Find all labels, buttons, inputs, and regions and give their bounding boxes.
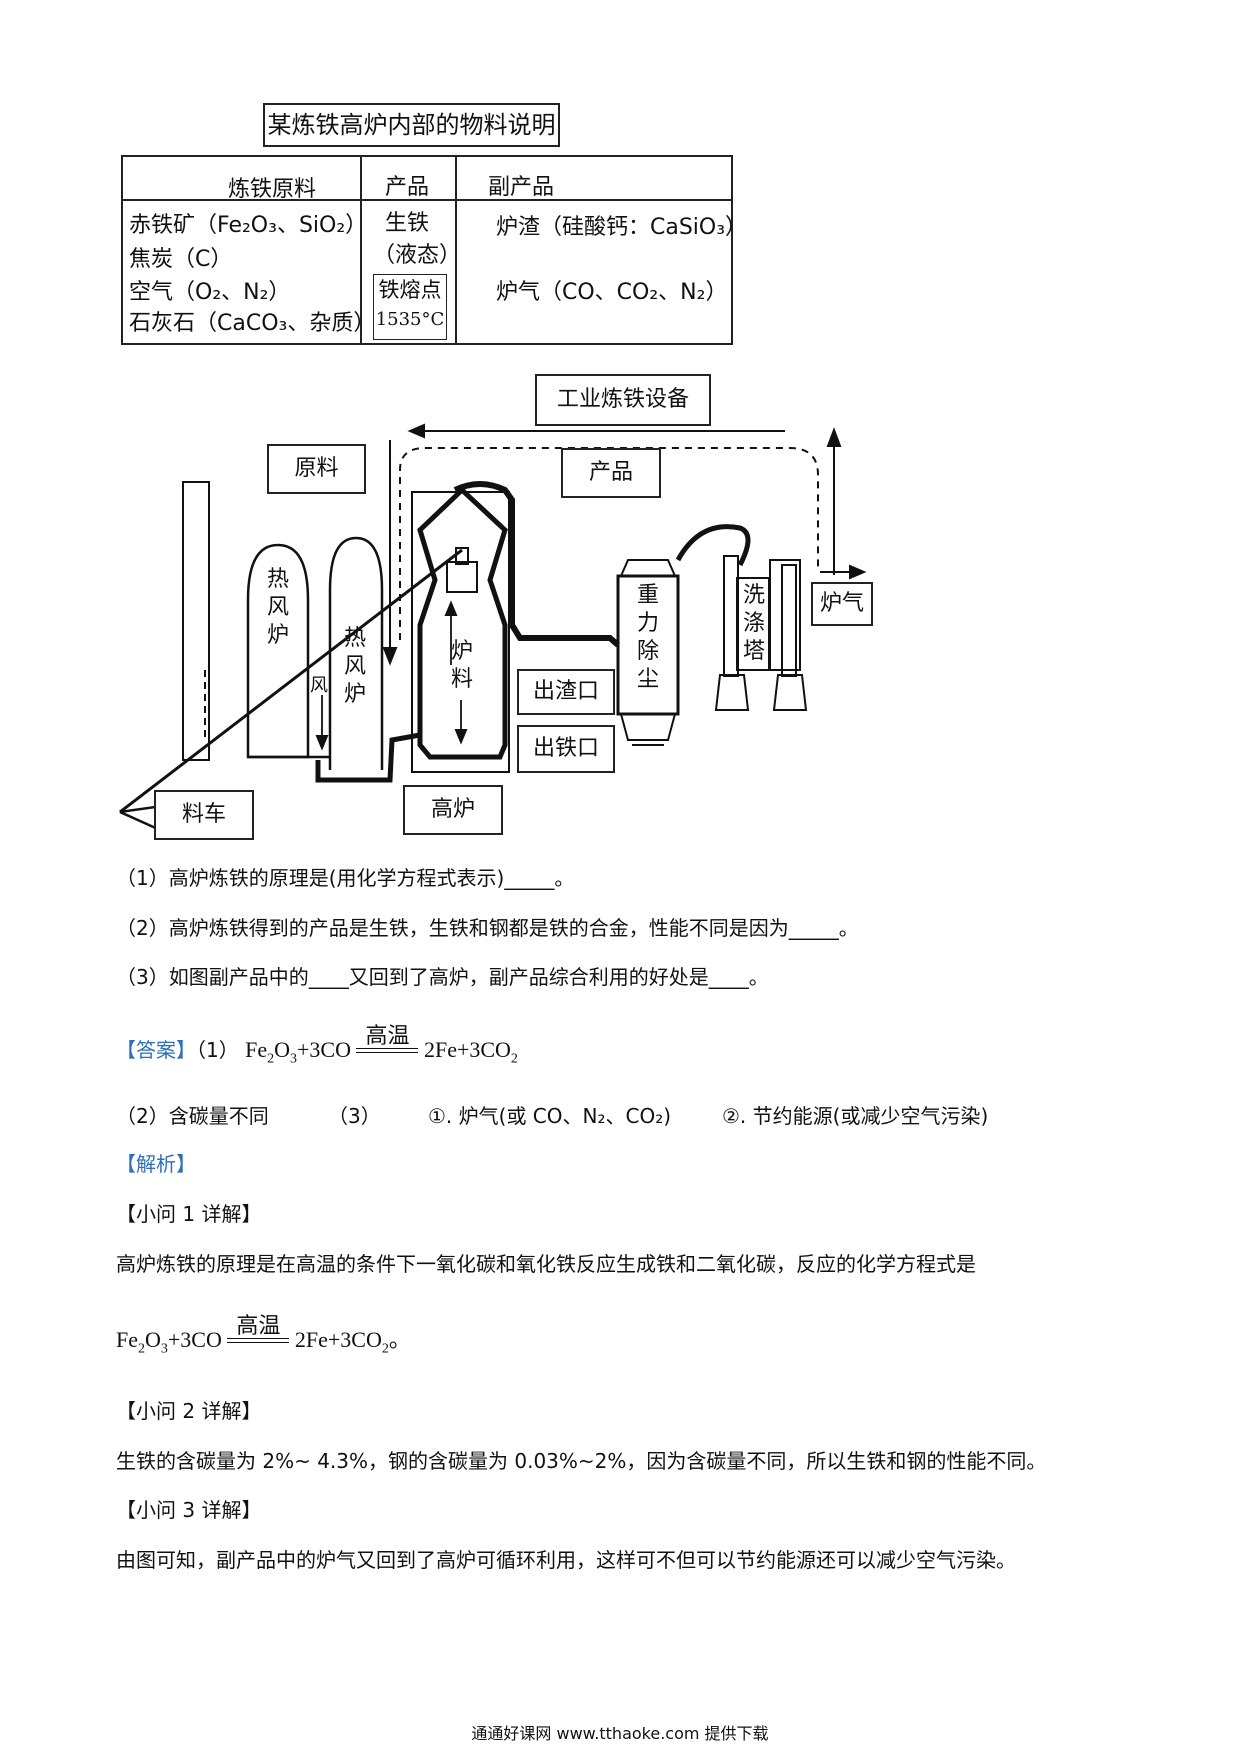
wash-tower-1 bbox=[723, 555, 739, 677]
answer-line-1: 【答案】（1） Fe2O3+3CO 高温 2Fe+3CO2 bbox=[116, 1024, 518, 1067]
label-cart: 料车 bbox=[154, 790, 254, 840]
table-title: 某炼铁高炉内部的物料说明 bbox=[263, 103, 560, 147]
up-arrow-head bbox=[826, 427, 842, 447]
sub2-text: 生铁的含碳量为 2%~ 4.3%，钢的含碳量为 0.03%~2%，因为含碳量不同… bbox=[116, 1449, 1047, 1473]
materials-table: 炼铁原料 产品 副产品 赤铁矿（Fe₂O₃、SiO₂） 焦炭（C） 空气（O₂、… bbox=[121, 155, 747, 345]
reaction-condition: 高温 bbox=[356, 1024, 419, 1057]
answer-tag: 【答案】 bbox=[116, 1038, 196, 1062]
answer-part3-prefix: （3） bbox=[328, 1104, 381, 1128]
label-charge: 炉料 bbox=[450, 639, 473, 692]
hot-stove-1 bbox=[246, 543, 310, 759]
raw-material-1: 赤铁矿（Fe₂O₃、SiO₂） bbox=[129, 213, 368, 238]
label-hot-stove-1: 热风炉 bbox=[266, 567, 289, 648]
diagram-title: 工业炼铁设备 bbox=[535, 374, 711, 426]
incline-rail bbox=[119, 548, 463, 814]
sub3-title: 【小问 3 详解】 bbox=[116, 1498, 262, 1522]
label-hot-stove-2: 热风炉 bbox=[343, 626, 366, 707]
analysis-tag: 【解析】 bbox=[116, 1152, 196, 1176]
sub2-title: 【小问 2 详解】 bbox=[116, 1399, 262, 1423]
answer-part2: （2）含碳量不同 bbox=[116, 1104, 269, 1128]
byproduct-2: 炉气（CO、CO₂、N₂） bbox=[496, 280, 728, 305]
answer-part3-b: ②. 节约能源(或减少空气污染) bbox=[722, 1104, 989, 1128]
answer-equation: Fe2O3+3CO 高温 2Fe+3CO2 bbox=[245, 1024, 518, 1067]
melting-point-box: 铁熔点 1535°C bbox=[373, 274, 447, 340]
analysis-equation: Fe2O3+3CO 高温 2Fe+3CO2。 bbox=[116, 1314, 411, 1357]
header-byproduct: 副产品 bbox=[488, 175, 555, 200]
raw-material-2: 焦炭（C） bbox=[129, 247, 233, 272]
question-2: （2）高炉炼铁得到的产品是生铁，生铁和钢都是铁的合金，性能不同是因为_____。 bbox=[116, 916, 859, 940]
furnace-body bbox=[417, 486, 508, 760]
raw-material-4: 石灰石（CaCO₃、杂质） bbox=[129, 311, 376, 336]
sub1-text: 高炉炼铁的原理是在高温的条件下一氧化碳和氧化铁反应生成铁和二氧化碳，反应的化学方… bbox=[116, 1252, 976, 1276]
gas-pipe-main bbox=[453, 481, 620, 648]
byproduct-1: 炉渣（硅酸钙：CaSiO₃） bbox=[496, 215, 748, 240]
melting-point-value: 1535°C bbox=[375, 309, 445, 330]
hoist-tower bbox=[182, 481, 210, 761]
label-iron-outlet: 出铁口 bbox=[517, 725, 615, 773]
product-line-1: 生铁 bbox=[385, 211, 430, 236]
sub3-text: 由图可知，副产品中的炉气又回到了高炉可循环利用，这样可不但可以节约能源还可以减少… bbox=[116, 1548, 1016, 1572]
footer: 通通好课网 www.tthaoke.com 提供下载 bbox=[471, 1724, 769, 1743]
answer-part1-prefix: （1） bbox=[196, 1038, 239, 1062]
question-1: （1）高炉炼铁的原理是(用化学方程式表示)_____。 bbox=[116, 866, 575, 890]
melting-point-label: 铁熔点 bbox=[378, 278, 442, 302]
hot-stove-2 bbox=[328, 536, 384, 770]
header-raw: 炼铁原料 bbox=[228, 177, 317, 202]
label-furnace-gas: 炉气 bbox=[811, 582, 873, 626]
raw-material-3: 空气（O₂、N₂） bbox=[129, 280, 291, 305]
label-blast-furnace: 高炉 bbox=[403, 785, 503, 835]
label-product: 产品 bbox=[561, 448, 661, 498]
header-product: 产品 bbox=[385, 175, 430, 200]
label-gravity-dust: 重力除尘 bbox=[636, 583, 659, 692]
sub1-title: 【小问 1 详解】 bbox=[116, 1202, 262, 1226]
label-slag-outlet: 出渣口 bbox=[517, 669, 615, 715]
wash-tower-2 bbox=[781, 564, 797, 677]
question-3: （3）如图副产品中的____又回到了高炉，副产品综合利用的好处是____。 bbox=[116, 965, 769, 989]
label-raw: 原料 bbox=[267, 444, 366, 494]
label-wind: 风 bbox=[310, 675, 328, 696]
label-wash-tower: 洗涤塔 bbox=[742, 583, 765, 664]
answer-part3-a: ①. 炉气(或 CO、N₂、CO₂) bbox=[428, 1104, 672, 1128]
product-line-2: （液态） bbox=[373, 243, 462, 268]
top-arrow-head bbox=[407, 423, 425, 439]
